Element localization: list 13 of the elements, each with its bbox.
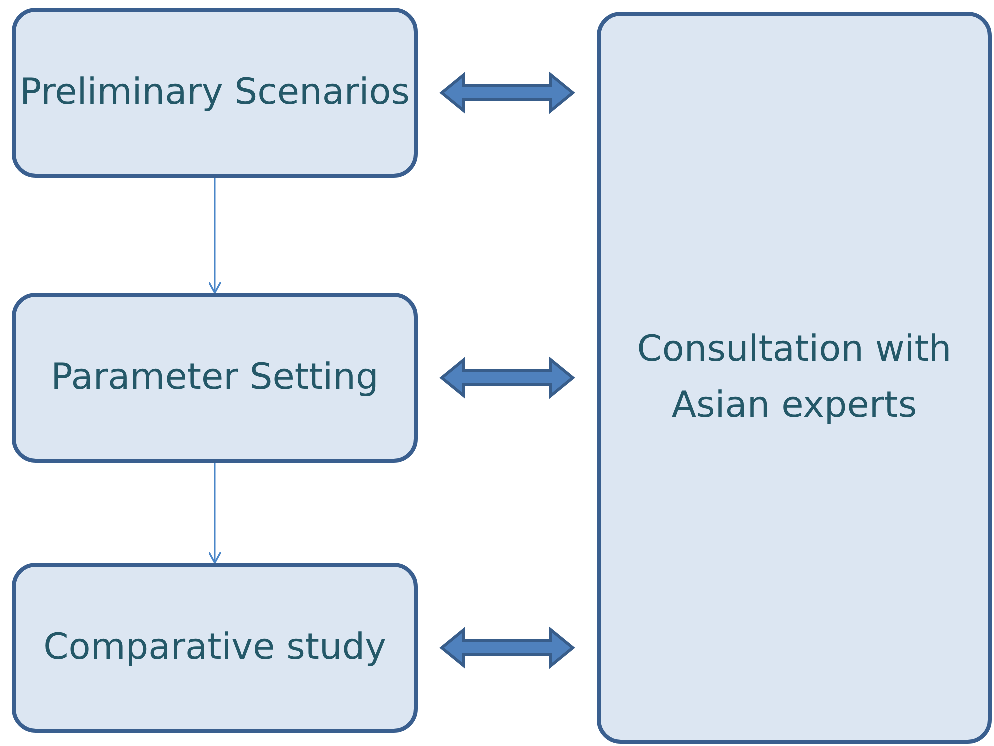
double-arrow	[440, 356, 576, 400]
process-box	[12, 8, 418, 178]
arrow	[208, 178, 222, 294]
box-label: Comparative study	[44, 626, 386, 670]
process-box	[597, 12, 992, 744]
box-label: Parameter Setting	[51, 356, 379, 400]
double-arrow	[440, 626, 576, 670]
box-label: Preliminary Scenarios	[20, 71, 410, 116]
process-box	[12, 563, 418, 733]
arrow	[208, 463, 222, 564]
process-box	[12, 293, 418, 463]
double-arrow	[440, 72, 576, 114]
box-label: Consultation with Asian experts	[636, 328, 953, 428]
